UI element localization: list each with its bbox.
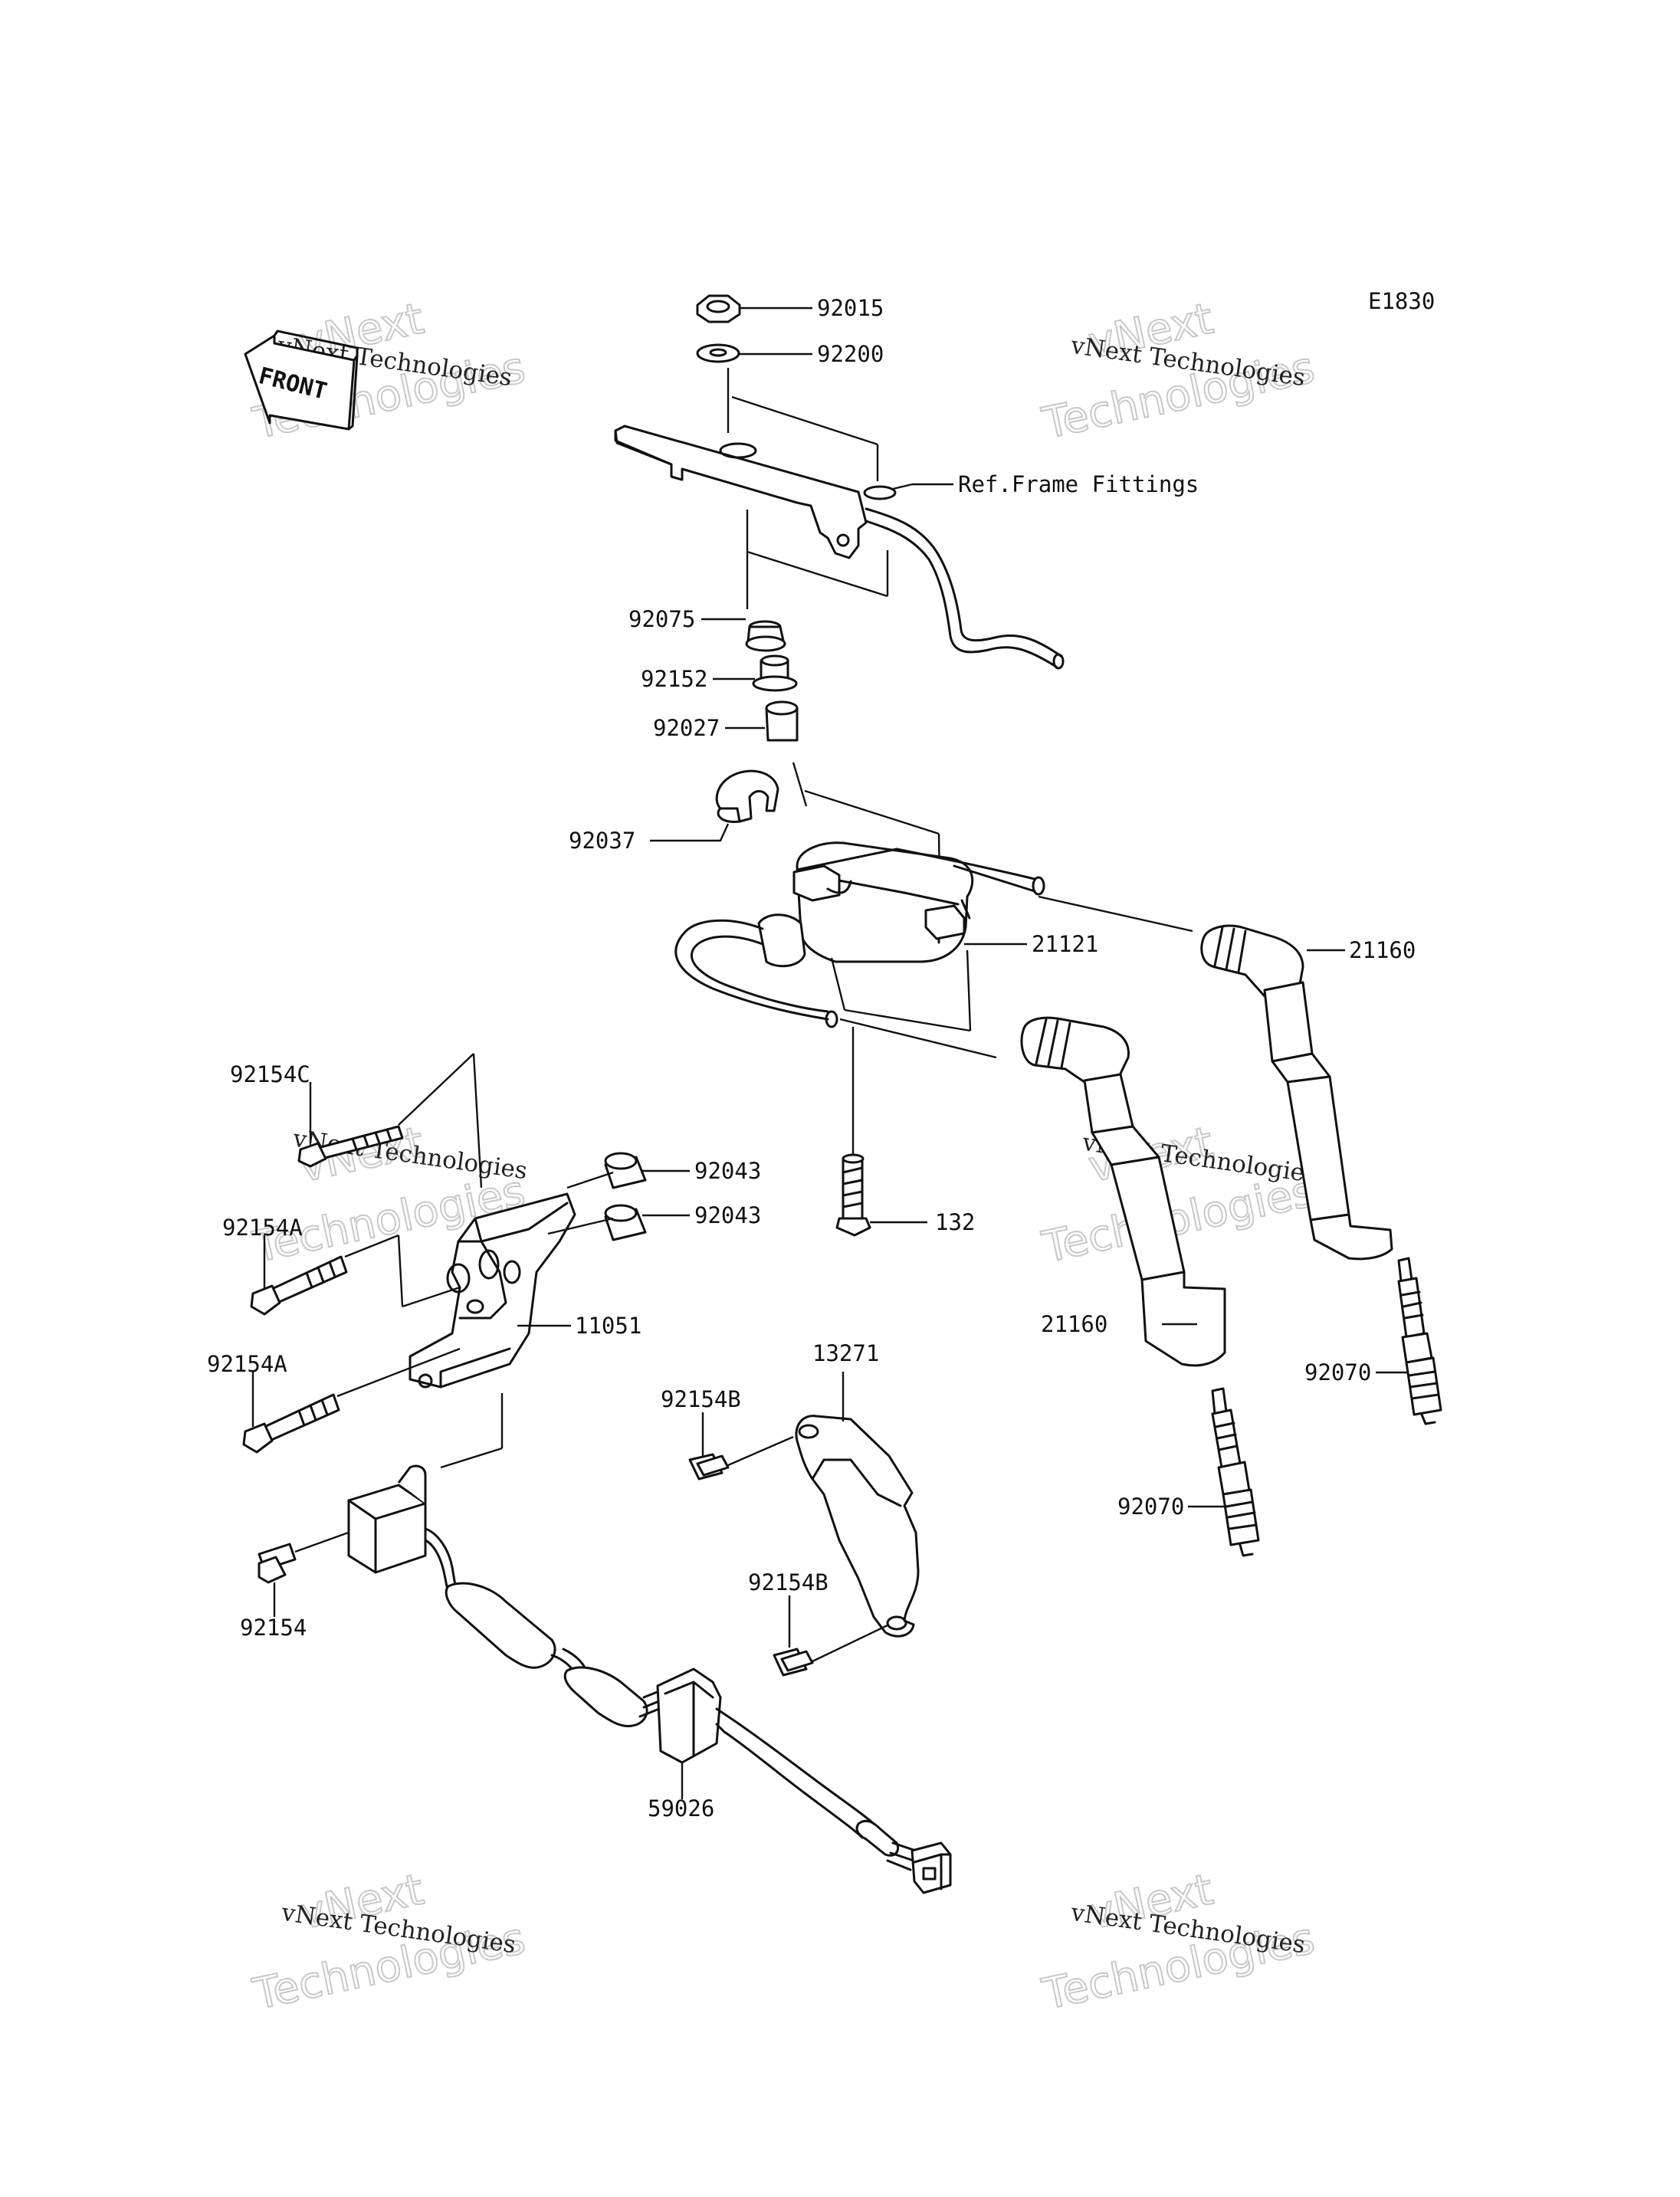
part-label-21160-right: 21160 [1349,937,1416,963]
part-label-92154B-lower: 92154B [748,1569,829,1595]
spark-plug-92070-right [1397,1257,1442,1425]
part-label-21160-left: 21160 [1041,1311,1107,1337]
collar-92043-upper [604,1152,647,1189]
part-label-92070-right: 92070 [1304,1359,1371,1385]
bolt-92154A-upper [250,1255,348,1316]
grommet-92075 [745,620,786,652]
part-label-13271: 13271 [812,1340,879,1366]
part-label-92154A-upper: 92154A [222,1215,303,1241]
diagram-code: E1830 [1368,288,1435,314]
bracket-11051 [409,1192,576,1389]
part-label-92043-upper: 92043 [694,1158,761,1184]
plug-cap-21160-left [1020,1016,1226,1367]
bracket-frame-fitting [614,425,1065,670]
part-label-92154C: 92154C [230,1061,310,1087]
part-label-92043-lower: 92043 [694,1202,761,1228]
part-label-92154B-upper: 92154B [661,1386,741,1412]
part-label-92037: 92037 [569,828,635,854]
cover-13271 [795,1415,920,1638]
part-label-92075: 92075 [628,606,695,632]
bolt-92154C [297,1125,404,1168]
collar-92027 [765,700,799,742]
alignment-lines-top [727,368,889,609]
watermark-top-right: vNext Technologies vNext Technologies [1037,293,1319,449]
nut-92015 [696,294,741,323]
plug-cap-21160-right [1200,924,1393,1261]
ref-frame-fittings-label: Ref.Frame Fittings [958,471,1199,497]
spark-plug-92070-lower [1211,1387,1260,1557]
collar-92152 [752,654,798,692]
bolt-92154A-lower [242,1393,340,1454]
washer-92200 [696,343,740,363]
part-label-92070-lower: 92070 [1117,1494,1184,1520]
clamp-92037 [715,769,779,823]
part-label-11051: 11051 [575,1313,641,1339]
part-label-92154A-lower: 92154A [207,1351,287,1377]
collar-92043-lower [604,1204,647,1241]
front-arrow-icon: FRONT [244,330,359,431]
bolt-132 [835,1153,871,1237]
part-label-132: 132 [935,1209,975,1235]
harness-59026 [347,1464,952,1894]
bolt-92154B-upper [688,1453,730,1481]
bolt-92154 [258,1543,297,1584]
ignition-coil-21121 [674,841,1045,1028]
bolt-92154B-lower [773,1648,814,1677]
part-label-92152: 92152 [641,666,707,692]
part-label-92015: 92015 [817,295,884,321]
part-label-21121: 21121 [1032,931,1098,957]
part-label-92154: 92154 [240,1615,307,1641]
part-label-59026: 59026 [648,1795,714,1822]
watermark-bottom-left: vNext Technologies vNext Technologies [248,1864,530,2020]
part-label-92027: 92027 [653,715,720,741]
watermark-bottom-right: vNext Technologies vNext Technologies [1037,1864,1319,2020]
part-label-92200: 92200 [817,341,884,367]
